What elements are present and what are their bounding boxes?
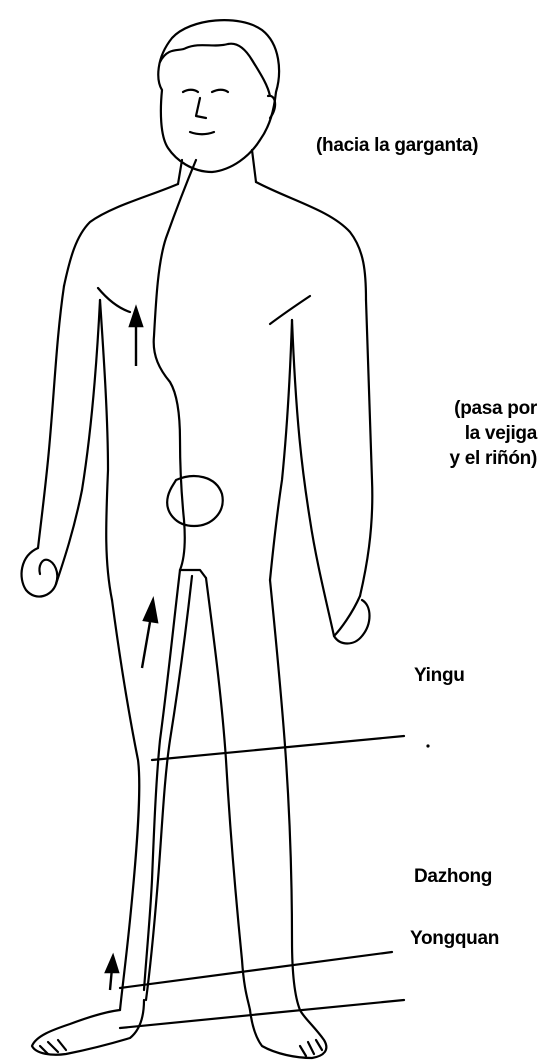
hand-right [334,596,370,644]
indicator-line-dazhong [120,952,392,988]
arrow-thigh-head [144,600,157,622]
meridian-line [154,160,196,570]
label-bladder-line-3: y el riñón) [450,446,538,471]
indicator-line-yingu [152,736,404,760]
arrow-ankle-head [106,956,118,972]
label-bladder-line-2: la vejiga [450,421,538,446]
eye-left [183,90,198,92]
neck-left [178,160,182,184]
label-dazhong: Dazhong [414,864,492,889]
leg-left-inner [144,570,180,990]
label-throat: (hacia la garganta) [316,133,478,158]
toes-right [300,1040,322,1056]
mouth [190,132,214,134]
shoulder-right [256,182,366,300]
hair-outline [160,44,270,96]
label-bladder-line-1: (pasa por [450,396,538,421]
arrow-thigh [142,622,150,668]
hand-left [22,548,58,597]
neck-right [252,150,256,182]
foot-right [250,1010,326,1058]
arm-right-outer [360,300,372,596]
torso-right-side [270,320,292,580]
arm-left-outer [38,286,64,548]
stray-dot [426,744,429,747]
toes-left [40,1040,66,1054]
label-bladder-group: (pasa por la vejiga y el riñón) [450,396,538,471]
arm-left-inner [56,300,100,584]
arrow-chest-head [130,308,142,326]
leg-left-outer [112,600,139,1010]
navel-circle [167,476,222,526]
leg-right-inner [206,578,250,1010]
chest-right [270,296,310,324]
label-yongquan: Yongquan [410,926,499,951]
label-yingu: Yingu [414,663,465,688]
ear [268,96,275,118]
indicator-line-yongquan [120,1000,404,1028]
nose [196,98,206,118]
head-outline [158,20,279,172]
leg-left-meridian [146,576,192,1000]
torso-left-side [100,300,112,600]
chest-left [98,288,130,312]
shoulder-left [64,184,178,286]
arm-right-inner [292,320,334,636]
direction-arrows [106,308,157,990]
leg-right-outer [270,580,300,1010]
eye-right [212,90,228,92]
